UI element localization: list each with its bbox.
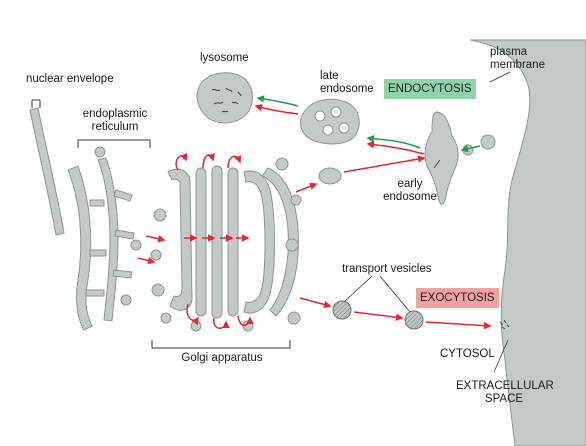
late-endosome	[300, 98, 360, 145]
transport-vesicles-label: transport vesicles	[342, 263, 432, 275]
golgi-apparatus-label: Golgi apparatus	[181, 352, 263, 364]
exocytosis-path	[299, 297, 510, 330]
early-to-late-arrows	[366, 135, 425, 155]
late-endosome-label-line2: endosome	[320, 83, 374, 95]
leader-lines	[343, 71, 511, 373]
endocytosis-tag: ENDOCYTOSIS	[384, 79, 476, 99]
er-bracket	[77, 139, 151, 148]
plasma-membrane-label-line1: plasma	[490, 46, 528, 58]
extracellular-label-line1: EXTRACELLULAR	[456, 380, 554, 392]
late-endosome-label-line1: late	[320, 70, 339, 82]
early-endosome	[424, 111, 496, 205]
nuclear-envelope	[29, 99, 65, 236]
plasma-membrane-label: plasma membrane	[490, 46, 545, 72]
exocytosis-tag: EXOCYTOSIS	[416, 288, 499, 308]
extracellular-label-line2: SPACE	[484, 393, 524, 405]
er-label: endoplasmic reticulum	[70, 108, 160, 134]
late-to-lysosome-arrows	[254, 95, 299, 115]
nuclear-envelope-label: nuclear envelope	[26, 73, 114, 85]
late-endosome-label: late endosome	[320, 70, 374, 96]
endoplasmic-reticulum	[67, 146, 142, 331]
golgi-transport-arrows	[175, 153, 254, 329]
er-to-golgi-arrows	[137, 235, 166, 265]
er-label-line2: reticulum	[91, 121, 139, 133]
golgi-to-endosome-path	[295, 155, 426, 193]
extracellular-space-label: EXTRACELLULAR SPACE	[456, 380, 554, 406]
plasma-membrane	[469, 39, 586, 446]
golgi-apparatus	[150, 157, 302, 332]
early-endosome-label-line1: early	[397, 178, 423, 190]
golgi-bracket	[151, 340, 291, 349]
early-endosome-label: early endosome	[380, 178, 440, 204]
cytosol-label: CYTOSOL	[440, 348, 495, 360]
early-endosome-label-line2: endosome	[383, 191, 437, 203]
lysosome	[196, 72, 253, 124]
plasma-membrane-label-line2: membrane	[490, 59, 545, 71]
lysosome-label: lysosome	[200, 52, 249, 64]
er-label-line1: endoplasmic	[82, 108, 148, 120]
